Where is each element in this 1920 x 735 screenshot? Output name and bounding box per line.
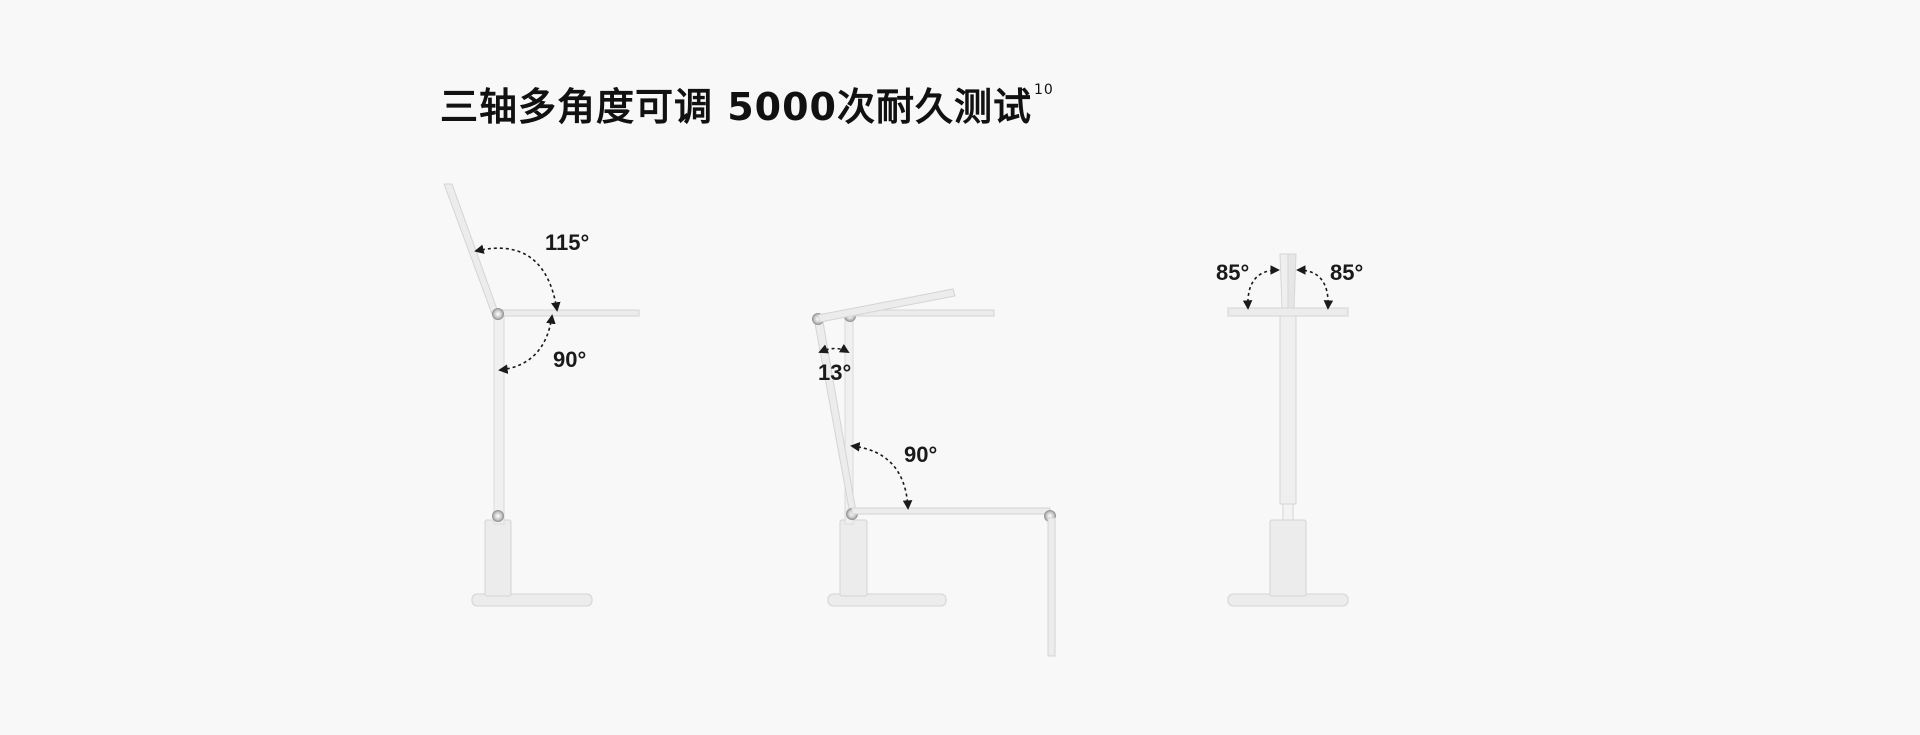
lamp-arm: [496, 309, 640, 317]
angle-label-90: 90°: [904, 442, 937, 467]
angle-arc-90: [498, 314, 556, 374]
lamp-pole: [1279, 311, 1297, 505]
angle-arc-13: [818, 343, 850, 354]
lamp-head: [1227, 307, 1349, 317]
lamp-base-plate: [827, 593, 947, 607]
lower-hinge: [492, 510, 504, 522]
title-footnote: 10: [1034, 82, 1054, 98]
angle-label-85-left: 85°: [1216, 260, 1249, 285]
lamp-top-split-2: [1287, 253, 1297, 309]
angle-arc-85-left: [1242, 265, 1280, 310]
angle-arc-115: [474, 244, 561, 312]
lamp-connector: [1282, 501, 1294, 521]
lamp-side-view-1: 115° 90°: [443, 183, 640, 607]
lamp-pole: [493, 313, 505, 525]
upper-hinge: [492, 308, 504, 320]
lamp-base-plate: [471, 593, 593, 607]
lamp-front-view: 85° 85°: [1216, 253, 1363, 607]
angle-arc-85-right: [1296, 265, 1334, 310]
lamp-side-view-2: 13° 90°: [812, 288, 1056, 657]
angle-label-115: 115°: [545, 230, 589, 255]
angle-arc-90: [850, 442, 913, 510]
lamp-hanging-head: [1047, 517, 1056, 657]
angle-label-85-right: 85°: [1330, 260, 1363, 285]
angle-label-13: 13°: [818, 360, 851, 385]
lamp-base-block: [484, 519, 512, 597]
lamp-base-block: [1269, 519, 1307, 597]
lamp-lower-arm: [851, 507, 1051, 515]
lamp-top-split: [1279, 253, 1289, 309]
page-title-text: 三轴多角度可调 5000次耐久测试: [440, 85, 1032, 129]
angle-label-90: 90°: [553, 347, 586, 372]
lamp-head: [817, 288, 956, 323]
lamp-base-block: [839, 519, 868, 597]
